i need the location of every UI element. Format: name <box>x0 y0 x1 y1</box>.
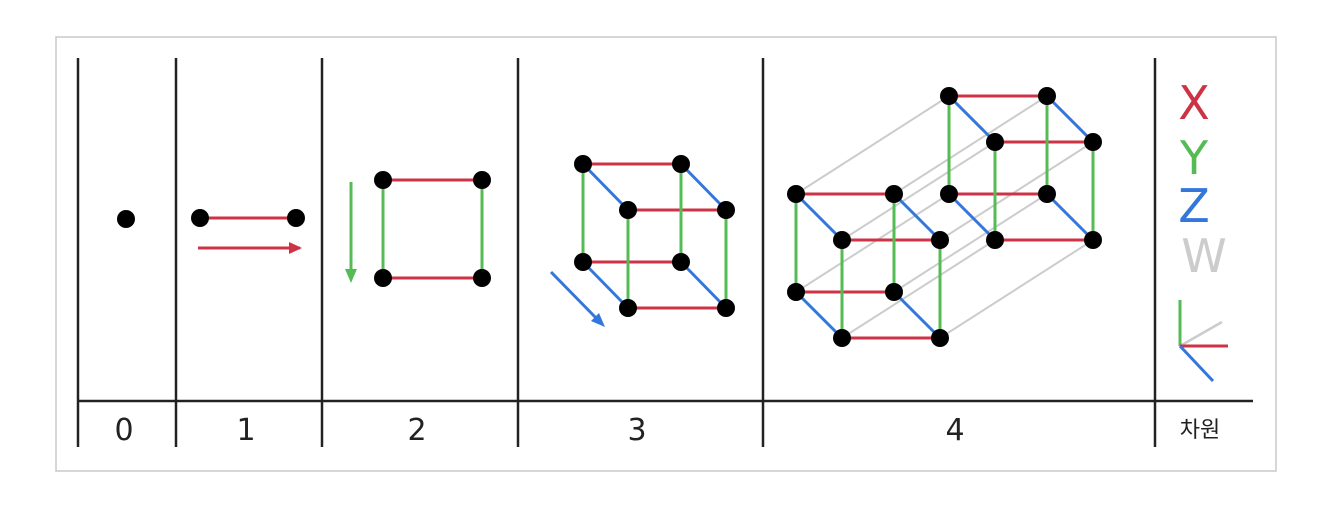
x-arrow-head <box>289 242 302 254</box>
edge-w <box>795 95 950 195</box>
vertex <box>833 329 851 347</box>
vertex <box>672 155 690 173</box>
y-arrow-head <box>345 269 357 283</box>
dimension-3-figure <box>549 155 735 327</box>
column-labels: 0 1 2 3 4 차원 <box>114 413 1220 448</box>
column-label-dimension: 차원 <box>1180 418 1220 443</box>
dimension-4-figure <box>787 87 1102 347</box>
axis-legend: X Y Z W <box>1178 76 1227 283</box>
vertex <box>931 231 949 249</box>
vertex <box>717 201 735 219</box>
dimension-2-figure <box>345 171 491 287</box>
legend-x-label: X <box>1178 76 1210 130</box>
vertex <box>191 209 209 227</box>
edge-w <box>893 95 1048 195</box>
z-arrow-head <box>591 313 605 327</box>
vertex <box>986 133 1004 151</box>
edge-z <box>794 290 844 340</box>
edge-z <box>581 260 630 310</box>
vertex <box>117 210 135 228</box>
vertex <box>619 201 637 219</box>
vertex <box>1084 231 1102 249</box>
column-label-3: 3 <box>627 413 646 448</box>
grid-lines <box>76 58 1253 447</box>
vertex <box>574 155 592 173</box>
vertex <box>619 299 637 317</box>
vertex <box>473 269 491 287</box>
column-label-4: 4 <box>945 413 964 448</box>
vertex <box>940 185 958 203</box>
edge-z <box>581 162 630 212</box>
edge-z <box>947 94 997 144</box>
vertex <box>940 87 958 105</box>
edge-w <box>939 239 1094 339</box>
edge-z <box>892 290 942 340</box>
vertex <box>1038 185 1056 203</box>
edge-w <box>841 239 996 339</box>
vertex <box>287 209 305 227</box>
column-label-1: 1 <box>236 413 255 448</box>
edge-w <box>893 193 1048 293</box>
vertex <box>885 283 903 301</box>
column-label-0: 0 <box>114 413 133 448</box>
vertex <box>374 269 392 287</box>
legend-w-label: W <box>1181 229 1226 283</box>
z-direction-arrow <box>549 270 602 324</box>
vertex <box>374 171 392 189</box>
vertex <box>885 185 903 203</box>
diagram-frame <box>55 36 1277 472</box>
edge-z <box>1045 94 1095 144</box>
vertex <box>787 283 805 301</box>
vertex <box>717 299 735 317</box>
vertex <box>672 253 690 271</box>
vertex <box>1038 87 1056 105</box>
legend-z-label: Z <box>1178 179 1210 233</box>
edge-z <box>947 192 997 242</box>
edge-z <box>892 192 942 242</box>
dimension-1-figure <box>191 209 305 254</box>
legend-y-label: Y <box>1179 131 1209 185</box>
back-cube <box>940 87 1102 249</box>
vertex <box>833 231 851 249</box>
vertex <box>931 329 949 347</box>
dimension-0-figure <box>117 210 135 228</box>
edge-z <box>794 192 844 242</box>
w-edges <box>795 95 1094 339</box>
axis-glyph-z <box>1178 344 1215 383</box>
edge-z <box>1045 192 1095 242</box>
edge-w <box>841 141 996 241</box>
vertex <box>1084 133 1102 151</box>
axis-glyph-w <box>1179 320 1223 348</box>
edge-w <box>795 193 950 293</box>
axis-glyph-icon <box>1178 300 1228 383</box>
vertex <box>574 253 592 271</box>
edge-z <box>679 162 728 212</box>
vertex <box>473 171 491 189</box>
edge-w <box>939 141 1094 241</box>
edge-z <box>679 260 728 310</box>
front-cube <box>787 185 949 347</box>
vertex <box>787 185 805 203</box>
vertex <box>986 231 1004 249</box>
column-label-2: 2 <box>407 413 426 448</box>
